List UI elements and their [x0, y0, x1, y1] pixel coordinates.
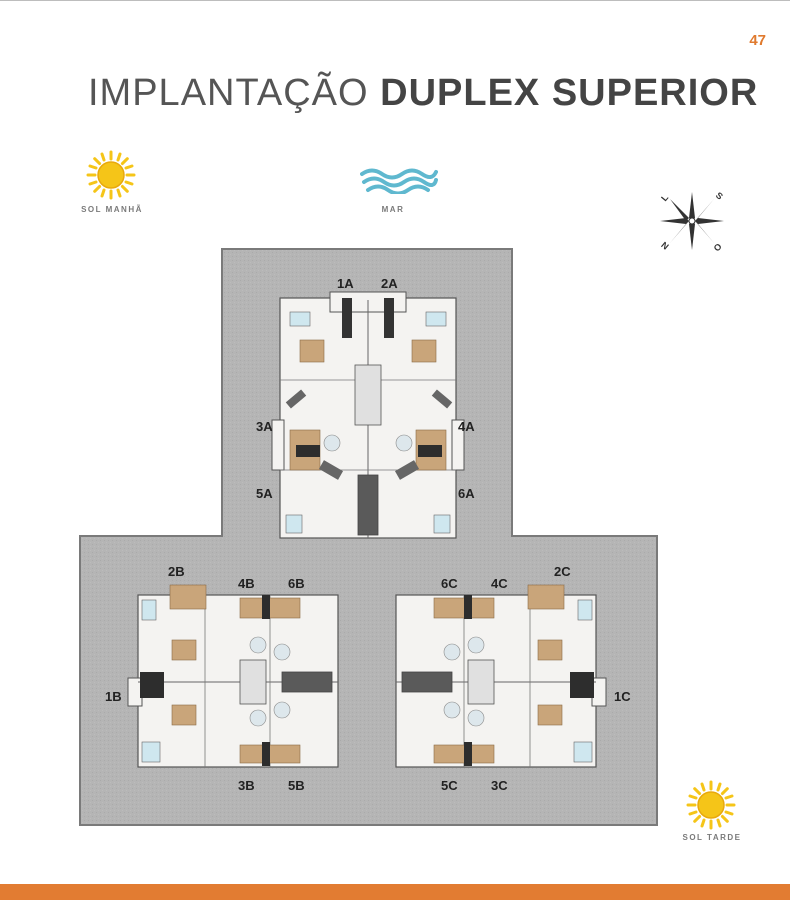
unit-label: 1B — [105, 689, 122, 704]
tower-a-floorplan — [271, 291, 465, 539]
compass-n: N — [659, 240, 670, 252]
unit-label: 6C — [441, 576, 458, 591]
top-rule — [0, 0, 790, 1]
unit-label: 4C — [491, 576, 508, 591]
sol-tarde-label: SOL TARDE — [682, 833, 742, 842]
sol-manha-label: SOL MANHÃ — [81, 205, 143, 214]
title-bold: DUPLEX SUPERIOR — [380, 72, 759, 114]
sun-icon — [86, 150, 136, 200]
title-light: IMPLANTAÇÃO — [88, 72, 369, 114]
unit-label: 6B — [288, 576, 305, 591]
page-title: IMPLANTAÇÃO DUPLEX SUPERIOR — [88, 72, 758, 115]
unit-label: 4A — [458, 419, 475, 434]
unit-label: 3B — [238, 778, 255, 793]
unit-label: 4B — [238, 576, 255, 591]
unit-label: 5B — [288, 778, 305, 793]
unit-label: 1C — [614, 689, 631, 704]
unit-label: 6A — [458, 486, 475, 501]
footer-bar — [0, 884, 790, 900]
mar-label: MAR — [381, 205, 405, 214]
unit-label: 1A — [337, 276, 354, 291]
unit-label: 5A — [256, 486, 273, 501]
unit-label: 5C — [441, 778, 458, 793]
compass-l: L — [659, 192, 671, 203]
unit-label: 2C — [554, 564, 571, 579]
waves-icon — [360, 168, 438, 194]
tower-c-floorplan — [395, 584, 607, 768]
compass-o: O — [712, 241, 724, 253]
page-number: 47 — [749, 32, 766, 49]
compass-icon: L S N O — [659, 190, 725, 253]
unit-label: 3C — [491, 778, 508, 793]
tower-b-floorplan — [127, 584, 339, 768]
sun-icon — [686, 780, 736, 830]
unit-label: 3A — [256, 419, 273, 434]
compass-s: S — [714, 190, 725, 202]
unit-label: 2A — [381, 276, 398, 291]
unit-label: 2B — [168, 564, 185, 579]
